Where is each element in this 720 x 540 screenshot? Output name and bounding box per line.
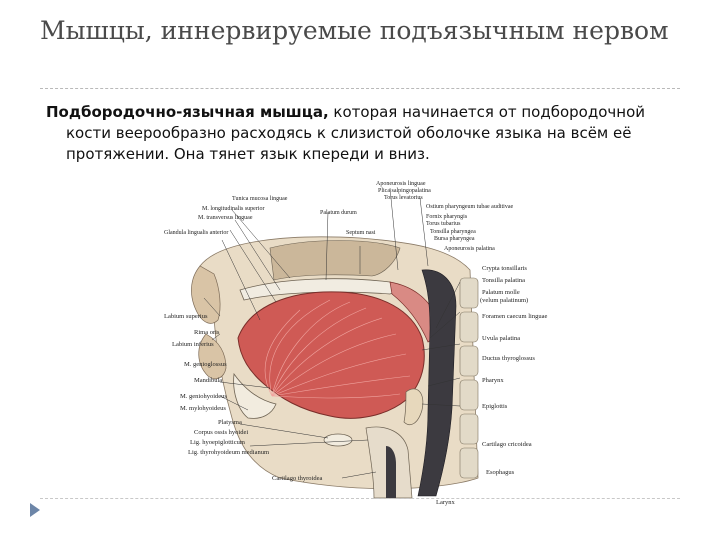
nasal-cavity — [269, 240, 401, 281]
vertebrae — [459, 277, 479, 479]
label-labium-inferius: Labium inferius — [172, 341, 214, 348]
label-ductus-thyroglossus: Ductus thyroglossus — [482, 355, 535, 362]
label-aponeurosis-linguae: Aponeurosis linguae — [376, 181, 426, 187]
label-tunica-mucosa: Tunica mucosa linguae — [232, 196, 288, 202]
label-uvula-palatina: Uvula palatina — [482, 335, 520, 342]
label-m-genioglossus: M. genioglossus — [184, 361, 227, 368]
label-bursa-pharyngea: Bursa pharyngea — [434, 236, 475, 242]
label-larynx: Larynx — [436, 499, 456, 506]
mandible — [233, 372, 277, 419]
title-divider — [40, 88, 680, 89]
label-esophagus: Esophagus — [486, 469, 515, 476]
footer-divider — [40, 498, 680, 499]
label-epiglottis: Epiglottis — [482, 403, 508, 410]
triangle-bullet-icon — [30, 503, 40, 517]
anatomy-illustration: Aponeurosis linguae Plica salpingopalati… — [164, 181, 547, 506]
label-labium-superius: Labium superius — [164, 313, 208, 320]
leader-lines — [203, 187, 461, 479]
label-platysma: Platysma — [218, 419, 242, 426]
label-cartilago-cricoidea: Cartilago cricoidea — [482, 441, 532, 448]
label-m-mylohyoideus: M. mylohyoideus — [180, 405, 226, 412]
airway — [386, 446, 396, 498]
upper-lip — [191, 265, 221, 324]
label-pharynx: Pharynx — [482, 377, 504, 384]
label-fornix-pharyngis: Fornix pharyngis — [426, 214, 468, 220]
label-cartilago-thyroidea: Cartilago thyroidea — [272, 475, 322, 482]
genioglossus-fibers — [264, 299, 411, 399]
muscle-term: Подбородочно-язычная мышца, — [46, 103, 329, 121]
label-mandibula: Mandibula — [194, 377, 222, 384]
label-ostium-pharyngeum: Ostium pharyngeum tubae auditivae — [426, 204, 513, 210]
pharynx — [417, 269, 457, 497]
label-torus-levatorius: Torus levatorius — [384, 195, 423, 201]
label-m-geniohyoideus: M. geniohyoideus — [180, 393, 227, 400]
label-septum-nasi: Septum nasi — [346, 230, 376, 236]
label-m-longitudinalis: M. longitudinalis superior — [202, 206, 265, 212]
body-text: Подбородочно-язычная мышца, которая начи… — [46, 102, 676, 165]
label-corpus-ossis-hyoidei: Corpus ossis hyoidei — [194, 429, 248, 436]
label-torus-tubarius: Torus tubarius — [426, 221, 461, 227]
label-velum-palatinum: (velum palatinum) — [480, 297, 528, 304]
label-palatum-molle: Palatum molle — [482, 289, 520, 296]
label-aponeurosis-palatina: Aponeurosis palatina — [444, 246, 495, 252]
lower-lip — [198, 333, 227, 380]
slide-title: Мышцы, иннервируемые подъязычным нервом — [40, 16, 669, 45]
hyoid-bone — [323, 433, 353, 447]
description-paragraph: Подбородочно-язычная мышца, которая начи… — [46, 102, 676, 165]
label-rima-oris: Rima oris — [194, 329, 220, 336]
epiglottis — [403, 388, 424, 425]
label-foramen-caecum: Foramen caecum linguae — [482, 313, 547, 320]
label-tonsilla-pharyngea: Tonsilla pharyngea — [430, 229, 476, 235]
muscle-description: которая начинается от подбородочной кост… — [66, 103, 646, 163]
label-crypta-tonsillaris: Crypta tonsillaris — [482, 265, 527, 272]
label-tonsilla-palatina: Tonsilla palatina — [482, 277, 525, 284]
label-lig-hyoepiglotticum: Lig. hyoepiglotticum — [190, 439, 245, 446]
label-m-transversus: M. transversus linguae — [198, 215, 253, 221]
label-plica-salpingopalatina: Plica salpingopalatina — [378, 188, 431, 194]
label-palatum-durum: Palatum durum — [320, 210, 357, 216]
label-glandula-lingualis: Glandula lingualis anterior — [164, 230, 228, 236]
label-lig-thyrohyoideum: Lig. thyrohyoideum medianum — [188, 449, 269, 456]
